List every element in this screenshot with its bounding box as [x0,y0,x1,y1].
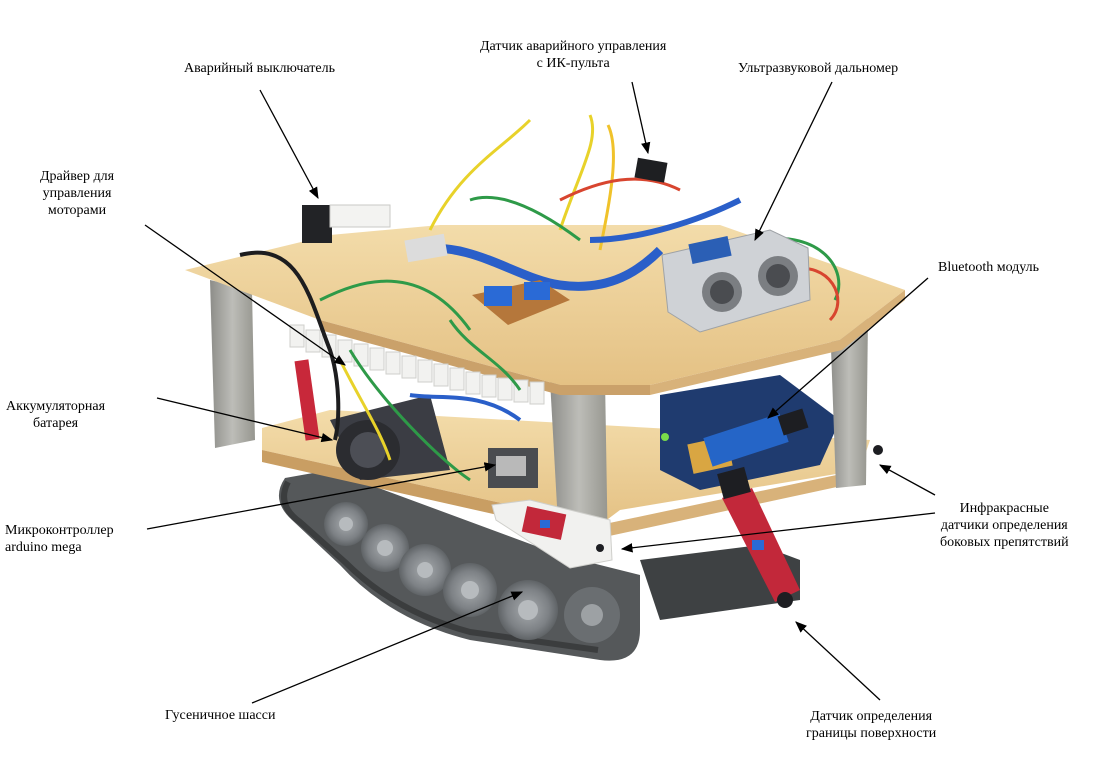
label-line: Инфракрасные [959,501,1049,516]
label-battery: Аккумуляторная батарея [6,398,105,432]
label-ultrasonic: Ультразвуковой дальномер [738,60,898,77]
label-line: моторами [47,203,107,218]
side-ir-right [873,445,883,455]
label-line: датчики определения [940,518,1068,533]
label-line: управления [42,186,112,201]
label-side-ir-sensors: Инфракрасные датчики определения боковых… [940,500,1069,551]
label-line: Датчик аварийного управления [480,39,667,54]
label-line: границы поверхности [806,726,937,741]
label-line: Ультразвуковой дальномер [738,61,899,76]
usb-cable [419,244,664,291]
usb-b-jack [488,448,538,488]
label-line: батарея [32,416,79,431]
label-line: Аккумуляторная [6,399,106,414]
label-line: Bluetooth модуль [938,260,1040,275]
side-ir-sensor [491,499,613,569]
label-line: arduino mega [5,540,82,555]
ir-receiver [634,157,668,183]
label-line: Аварийный выключатель [184,61,335,76]
label-line: боковых препятствий [940,535,1069,550]
label-ir-remote-sensor: Датчик аварийного управления с ИК-пульта [480,38,666,72]
label-line: Драйвер для [40,169,115,184]
label-line: Гусеничное шасси [165,708,276,723]
label-tracked-chassis: Гусеничное шасси [165,707,275,724]
label-bluetooth: Bluetooth модуль [938,259,1039,276]
label-line: Микроконтроллер [5,523,114,538]
label-motor-driver: Драйвер для управления моторами [40,168,114,219]
label-emergency-switch: Аварийный выключатель [184,60,335,77]
label-line: Датчик определения [810,709,933,724]
motor-driver-board [472,280,570,325]
label-surface-edge-sensor: Датчик определения границы поверхности [806,708,936,742]
label-line: с ИК-пульта [536,56,610,71]
label-microcontroller: Микроконтроллер arduino mega [5,522,114,556]
